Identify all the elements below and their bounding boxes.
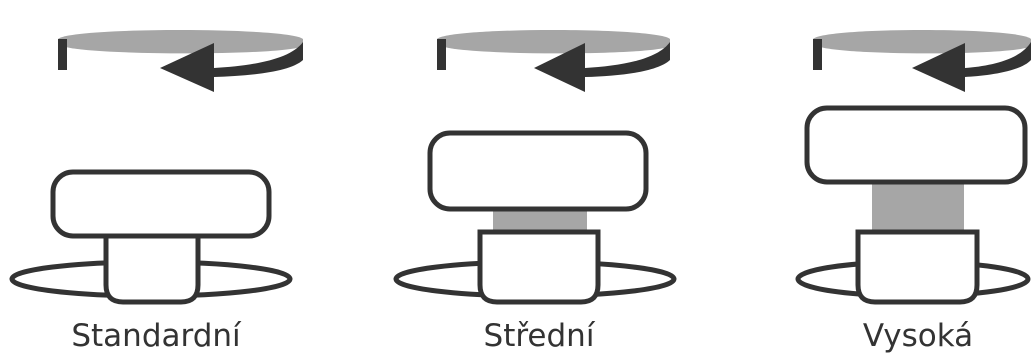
label-high: Vysoká <box>863 318 973 354</box>
label-medium: Střední <box>484 318 596 354</box>
rotation-arrow-icon <box>58 30 303 92</box>
rotation-arrow-icon <box>813 30 1031 92</box>
knob-base <box>855 229 980 305</box>
height-extension <box>493 210 587 232</box>
knob-base <box>477 229 601 305</box>
rotation-arrow-icon <box>437 30 670 92</box>
knob-cap <box>804 105 1028 185</box>
panel-standard: Standardní <box>9 30 303 354</box>
knob-cap <box>50 169 272 239</box>
panel-medium: Střední <box>393 30 677 354</box>
knob-base <box>103 236 201 305</box>
height-extension <box>872 182 964 232</box>
panel-high: Vysoká <box>795 30 1031 354</box>
knob-cap <box>427 130 649 212</box>
label-standard: Standardní <box>71 318 242 354</box>
